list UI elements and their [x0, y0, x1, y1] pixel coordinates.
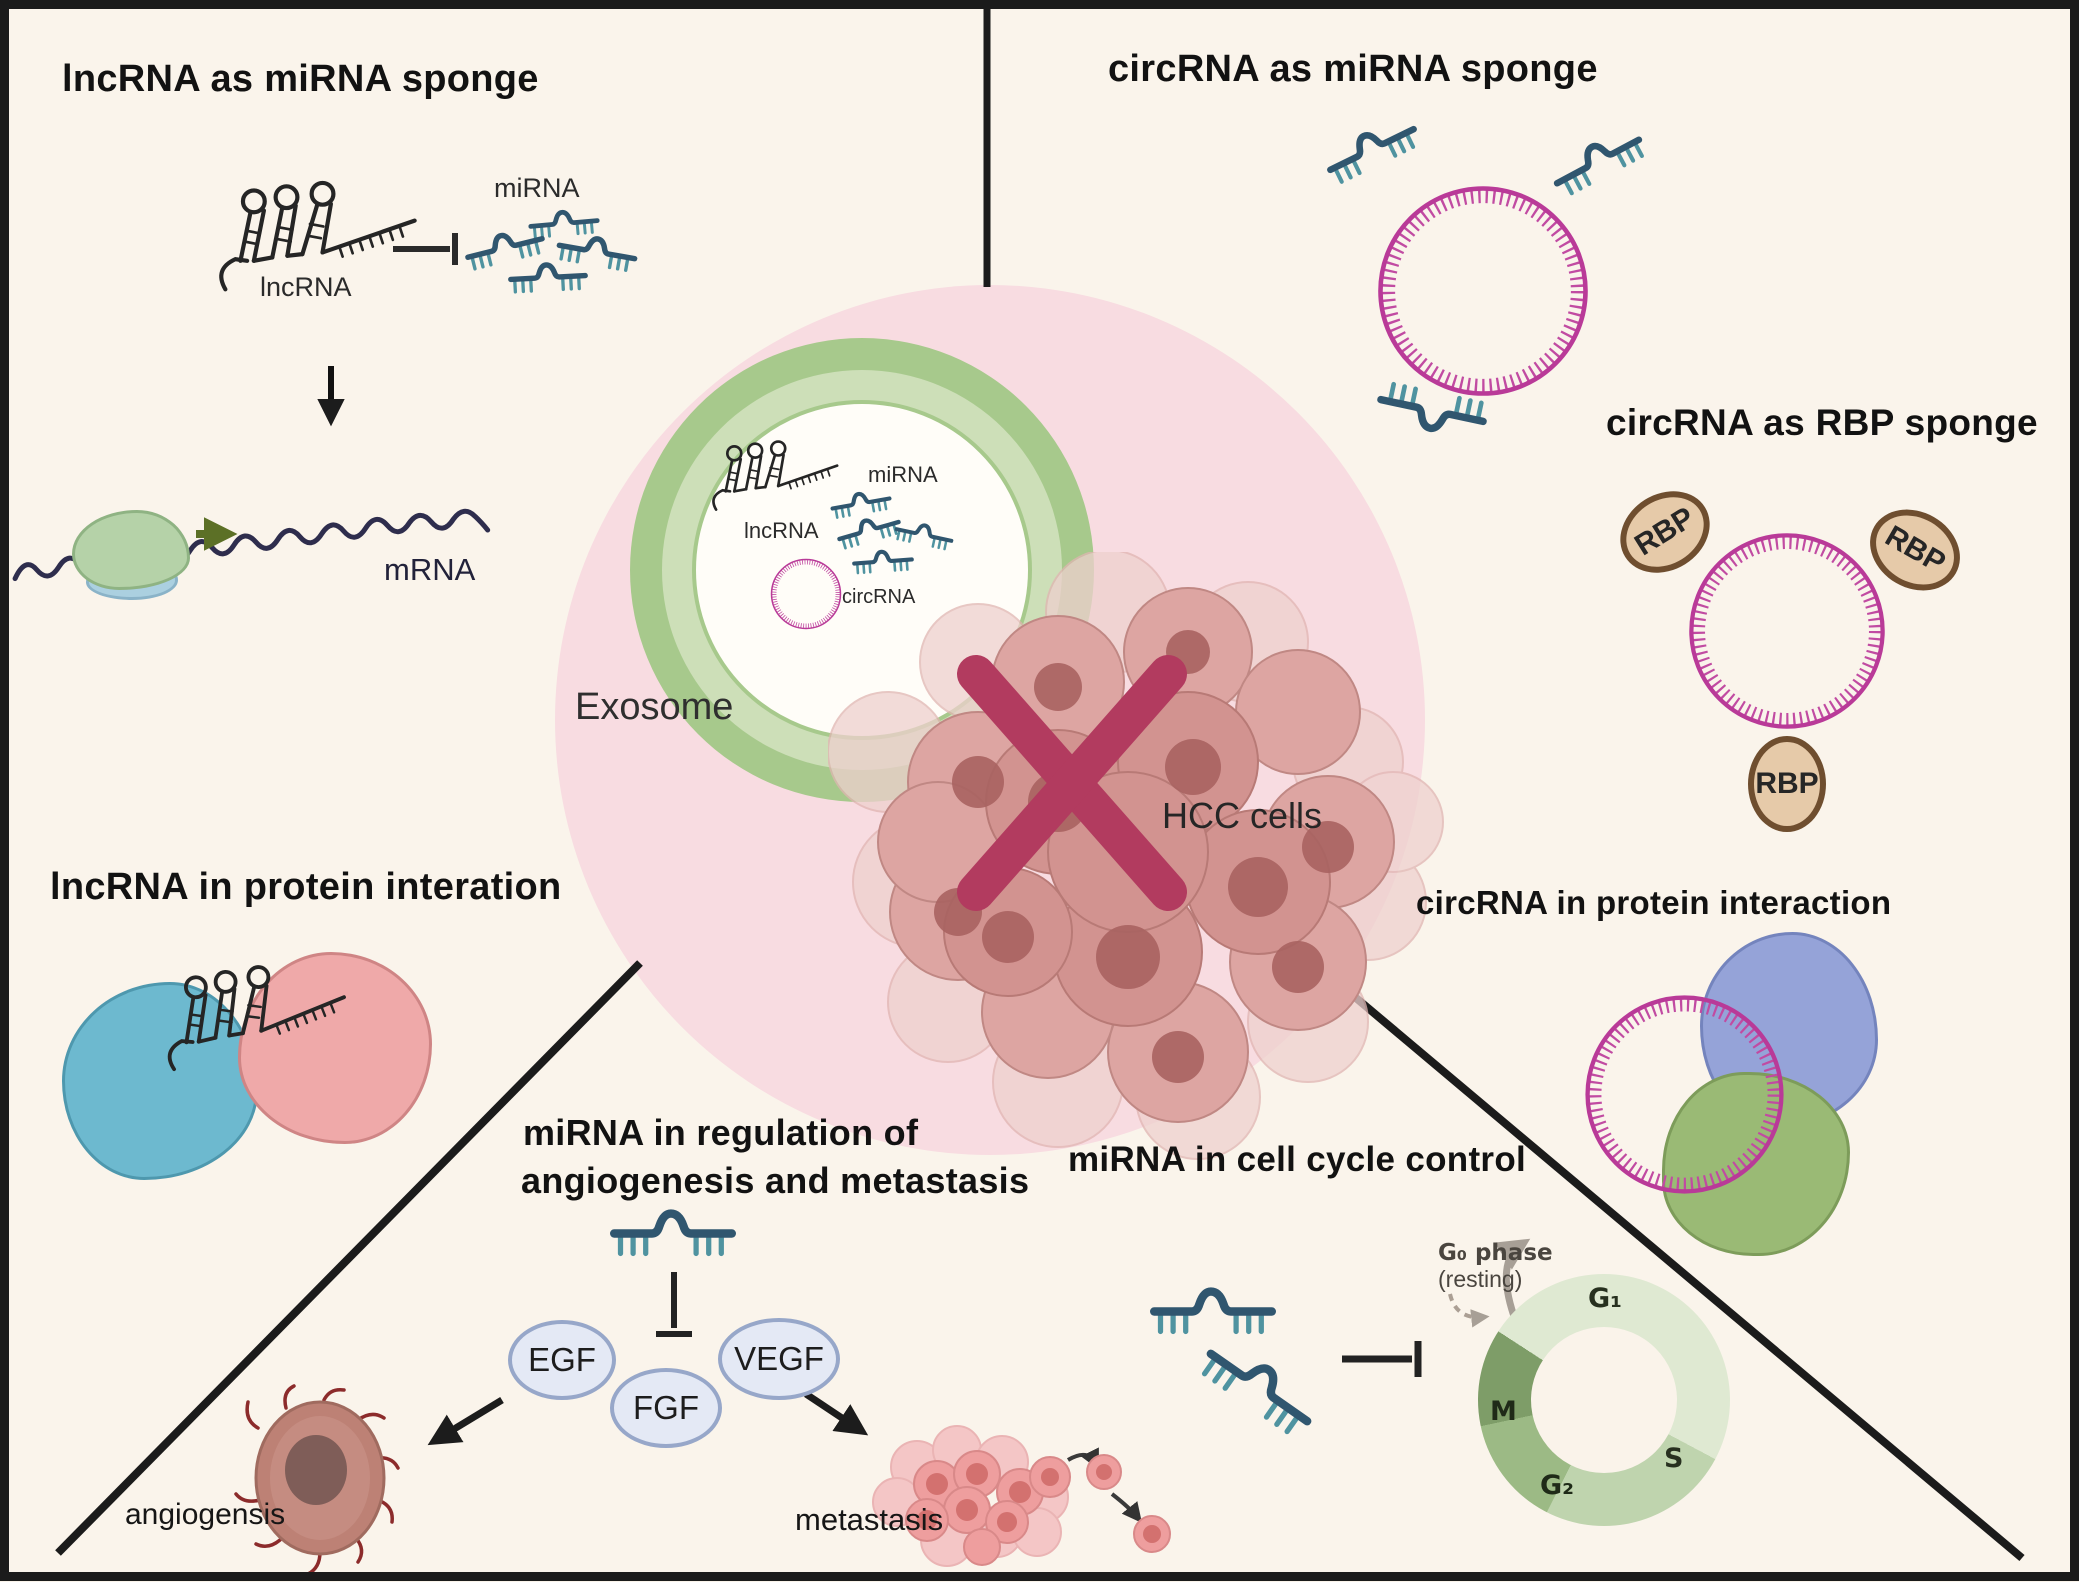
exosome-cargo-circrna-label: circRNA	[842, 586, 916, 608]
phase-s-label: S	[1664, 1443, 1684, 1474]
exosome-cargo-mirna-label: miRNA	[868, 462, 938, 487]
arrow-g0-return-dashed-icon	[1448, 1293, 1490, 1328]
metastasis-cells-icon	[872, 1425, 1171, 1567]
phase-g1-label: G₁	[1588, 1283, 1622, 1314]
mrna-label: mRNA	[384, 552, 476, 587]
arrow-to-metastasis-icon	[804, 1391, 869, 1436]
exosome-label: Exosome	[575, 686, 734, 728]
exosome-cargo-lncrna-label: lncRNA	[744, 518, 819, 543]
angiogenesis-tumor-icon	[234, 1384, 400, 1576]
circrna-icon	[1364, 172, 1602, 410]
circrna-icon	[766, 554, 846, 634]
hcc-cells-label: HCC cells	[1162, 795, 1323, 836]
panel-title-circrna-protein: circRNA in protein interaction	[1416, 884, 1892, 921]
hcc-cell-cluster-icon	[828, 552, 1444, 1160]
ribosome-large-subunit-icon	[72, 510, 190, 590]
phase-m-label: M	[1490, 1396, 1517, 1427]
mirna-icon	[1192, 1329, 1327, 1446]
panel-title-lncrna-protein: lncRNA in protein interation	[50, 866, 562, 908]
panel-title-circrna-rbp-sponge: circRNA as RBP sponge	[1606, 402, 2038, 443]
arrow-to-angiogenesis-icon	[427, 1397, 504, 1446]
mirna-icon	[851, 546, 915, 577]
panel-title-lncrna-mirna-sponge: lncRNA as miRNA sponge	[62, 58, 539, 100]
inhibition-bar-mirna-growth-factors	[656, 1272, 692, 1337]
lncrna-icon	[145, 942, 366, 1076]
mirna-icon	[1150, 1284, 1276, 1339]
panel-title-angio-line1: miRNA in regulation of	[523, 1112, 919, 1153]
mirna-icon	[507, 258, 589, 297]
fgf-factor: FGF	[610, 1368, 722, 1448]
panel-title-angio-line2: angiogenesis and metastasis	[521, 1160, 1030, 1201]
rbp-label: RBP	[1629, 500, 1701, 563]
panel-title-circrna-mirna-sponge: circRNA as miRNA sponge	[1108, 48, 1598, 90]
circrna-icon	[1676, 520, 1898, 742]
x-mark-icon	[957, 655, 1187, 911]
inhibition-bar-mirna-cell-cycle	[1342, 1341, 1422, 1377]
angiogenesis-label: angiogensis	[125, 1498, 286, 1531]
g0-resting-label: (resting)	[1438, 1266, 1523, 1292]
egf-factor: EGF	[508, 1320, 616, 1400]
egf-label: EGF	[528, 1341, 596, 1378]
vegf-label: VEGF	[734, 1340, 824, 1377]
metastasis-label: metastasis	[795, 1502, 944, 1537]
vegf-factor: VEGF	[718, 1318, 840, 1400]
rbp-label: RBP	[1755, 767, 1819, 800]
mirna-icon	[610, 1206, 736, 1261]
lncrna-icon	[700, 428, 850, 514]
rbp-label: RBP	[1879, 519, 1951, 580]
fgf-label: FGF	[633, 1389, 699, 1426]
phase-g2-label: G₂	[1540, 1470, 1574, 1501]
mirna-label: miRNA	[494, 173, 580, 203]
rbp-protein: RBP	[1748, 736, 1826, 832]
cell-cycle-wheel-hole	[1531, 1327, 1677, 1473]
circrna-icon	[1572, 982, 1797, 1207]
panel-title-cell-cycle: miRNA in cell cycle control	[1068, 1140, 1527, 1179]
lncrna-label: lncRNA	[260, 272, 352, 302]
g0-phase-label: G₀ phase	[1438, 1240, 1553, 1266]
escaping-cell-icon	[1086, 1454, 1171, 1553]
